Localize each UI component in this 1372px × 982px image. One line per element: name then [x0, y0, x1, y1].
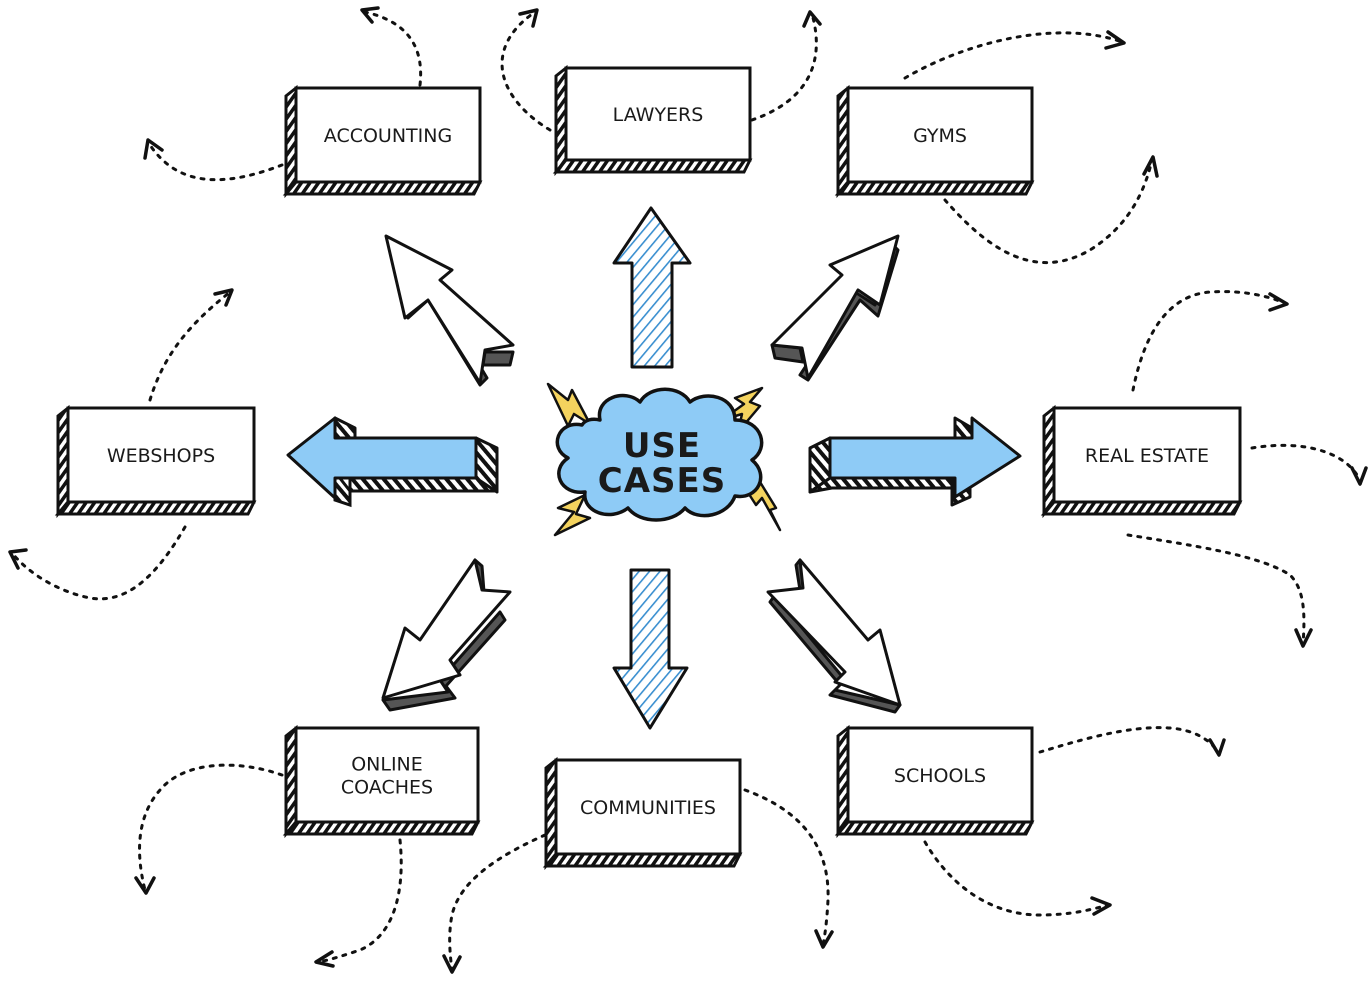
arrow-to-real-estate	[808, 416, 1022, 507]
node-front-face	[294, 86, 482, 184]
node-lawyers: LAWYERS	[552, 64, 753, 177]
arrow-to-online-coaches	[381, 558, 512, 712]
dotted-connector	[1250, 443, 1362, 482]
dotted-connector	[148, 143, 284, 182]
node-gyms: GYMS	[834, 84, 1035, 199]
dotted-arrowhead	[802, 10, 822, 28]
node-front-face	[846, 726, 1034, 824]
node-bottom-face	[282, 820, 481, 836]
node-communities: COMMUNITIES	[542, 756, 743, 871]
arrow-to-accounting	[384, 234, 515, 387]
dotted-arrowhead	[1104, 30, 1126, 50]
node-label: COMMUNITIES	[580, 797, 716, 819]
node-schools: SCHOOLS	[834, 724, 1035, 839]
dotted-connector	[750, 12, 818, 122]
node-label: COACHES	[341, 777, 433, 799]
arrow-to-gyms	[770, 234, 900, 382]
dotted-connector	[138, 763, 284, 892]
dotted-connector	[1131, 290, 1287, 392]
dotted-arrowhead	[8, 548, 28, 570]
node-label: ONLINE	[351, 754, 423, 776]
dotted-connector	[923, 840, 1110, 917]
dotted-arrowhead	[143, 138, 164, 160]
dotted-arrowhead	[213, 288, 234, 307]
arrow-to-communities	[612, 568, 689, 730]
lightning-bolt-icon	[743, 480, 782, 532]
center-topic: USE CASES	[546, 382, 782, 537]
dotted-arrowhead	[1268, 292, 1289, 312]
dotted-connector	[316, 838, 403, 964]
node-label: WEBSHOPS	[107, 445, 215, 467]
node-front-face	[1052, 406, 1242, 504]
node-accounting: ACCOUNTING	[282, 84, 483, 199]
node-bottom-face	[54, 500, 257, 516]
node-front-face	[66, 406, 256, 504]
dotted-arrowhead	[1142, 155, 1159, 178]
node-bottom-face	[1040, 500, 1243, 516]
node-label: ACCOUNTING	[324, 125, 452, 147]
dotted-arrowhead	[360, 6, 380, 24]
dotted-connector	[148, 290, 232, 402]
node-front-face	[564, 66, 752, 162]
dotted-connector	[903, 31, 1124, 80]
dotted-arrowhead	[518, 8, 539, 28]
center-title-line-1: USE	[623, 426, 701, 466]
node-front-face	[846, 86, 1034, 184]
dotted-connector	[500, 10, 552, 132]
node-bottom-face	[552, 158, 753, 174]
dotted-connector	[1126, 533, 1306, 647]
node-label: GYMS	[913, 125, 967, 147]
arrow-to-schools	[766, 558, 902, 714]
node-front-face	[294, 726, 480, 824]
dotted-arrowhead	[442, 954, 462, 974]
dotted-connector	[363, 10, 423, 87]
dotted-arrowhead	[814, 929, 834, 949]
node-real-estate: REAL ESTATE	[1040, 404, 1243, 519]
node-bottom-face	[834, 820, 1035, 836]
dotted-connector	[943, 158, 1154, 264]
lightning-bolt-icon	[553, 493, 592, 537]
node-label: LAWYERS	[613, 104, 704, 126]
dotted-arrowhead	[1208, 738, 1226, 757]
node-front-face	[554, 758, 742, 856]
node-bottom-face	[834, 180, 1035, 196]
dotted-arrowhead	[1350, 466, 1368, 486]
dotted-connector	[743, 788, 830, 947]
center-title-line-2: CASES	[598, 461, 726, 501]
dotted-connector	[10, 525, 187, 601]
arrow-to-lawyers	[612, 206, 692, 369]
node-webshops: WEBSHOPS	[54, 404, 257, 519]
dotted-arrowhead	[1294, 628, 1313, 648]
cloud-shape	[555, 387, 764, 522]
node-label: SCHOOLS	[894, 765, 986, 787]
lightning-bolt-icon	[720, 386, 764, 434]
use-case-nodes: ACCOUNTING LAWYERS GYMS WEBSHOPS REAL ESTATE…	[54, 64, 1243, 871]
arrow-to-webshops	[286, 416, 499, 508]
dotted-arrowhead	[314, 950, 335, 968]
dotted-connector	[448, 833, 547, 972]
node-bottom-face	[542, 852, 743, 868]
decorative-dotted-connectors	[8, 6, 1368, 974]
dotted-arrowhead	[134, 876, 156, 895]
lightning-bolt-icon	[546, 382, 592, 428]
dotted-arrowhead	[1090, 896, 1112, 916]
node-bottom-face	[282, 180, 483, 196]
dotted-connector	[1038, 726, 1220, 754]
node-label: REAL ESTATE	[1085, 445, 1209, 467]
